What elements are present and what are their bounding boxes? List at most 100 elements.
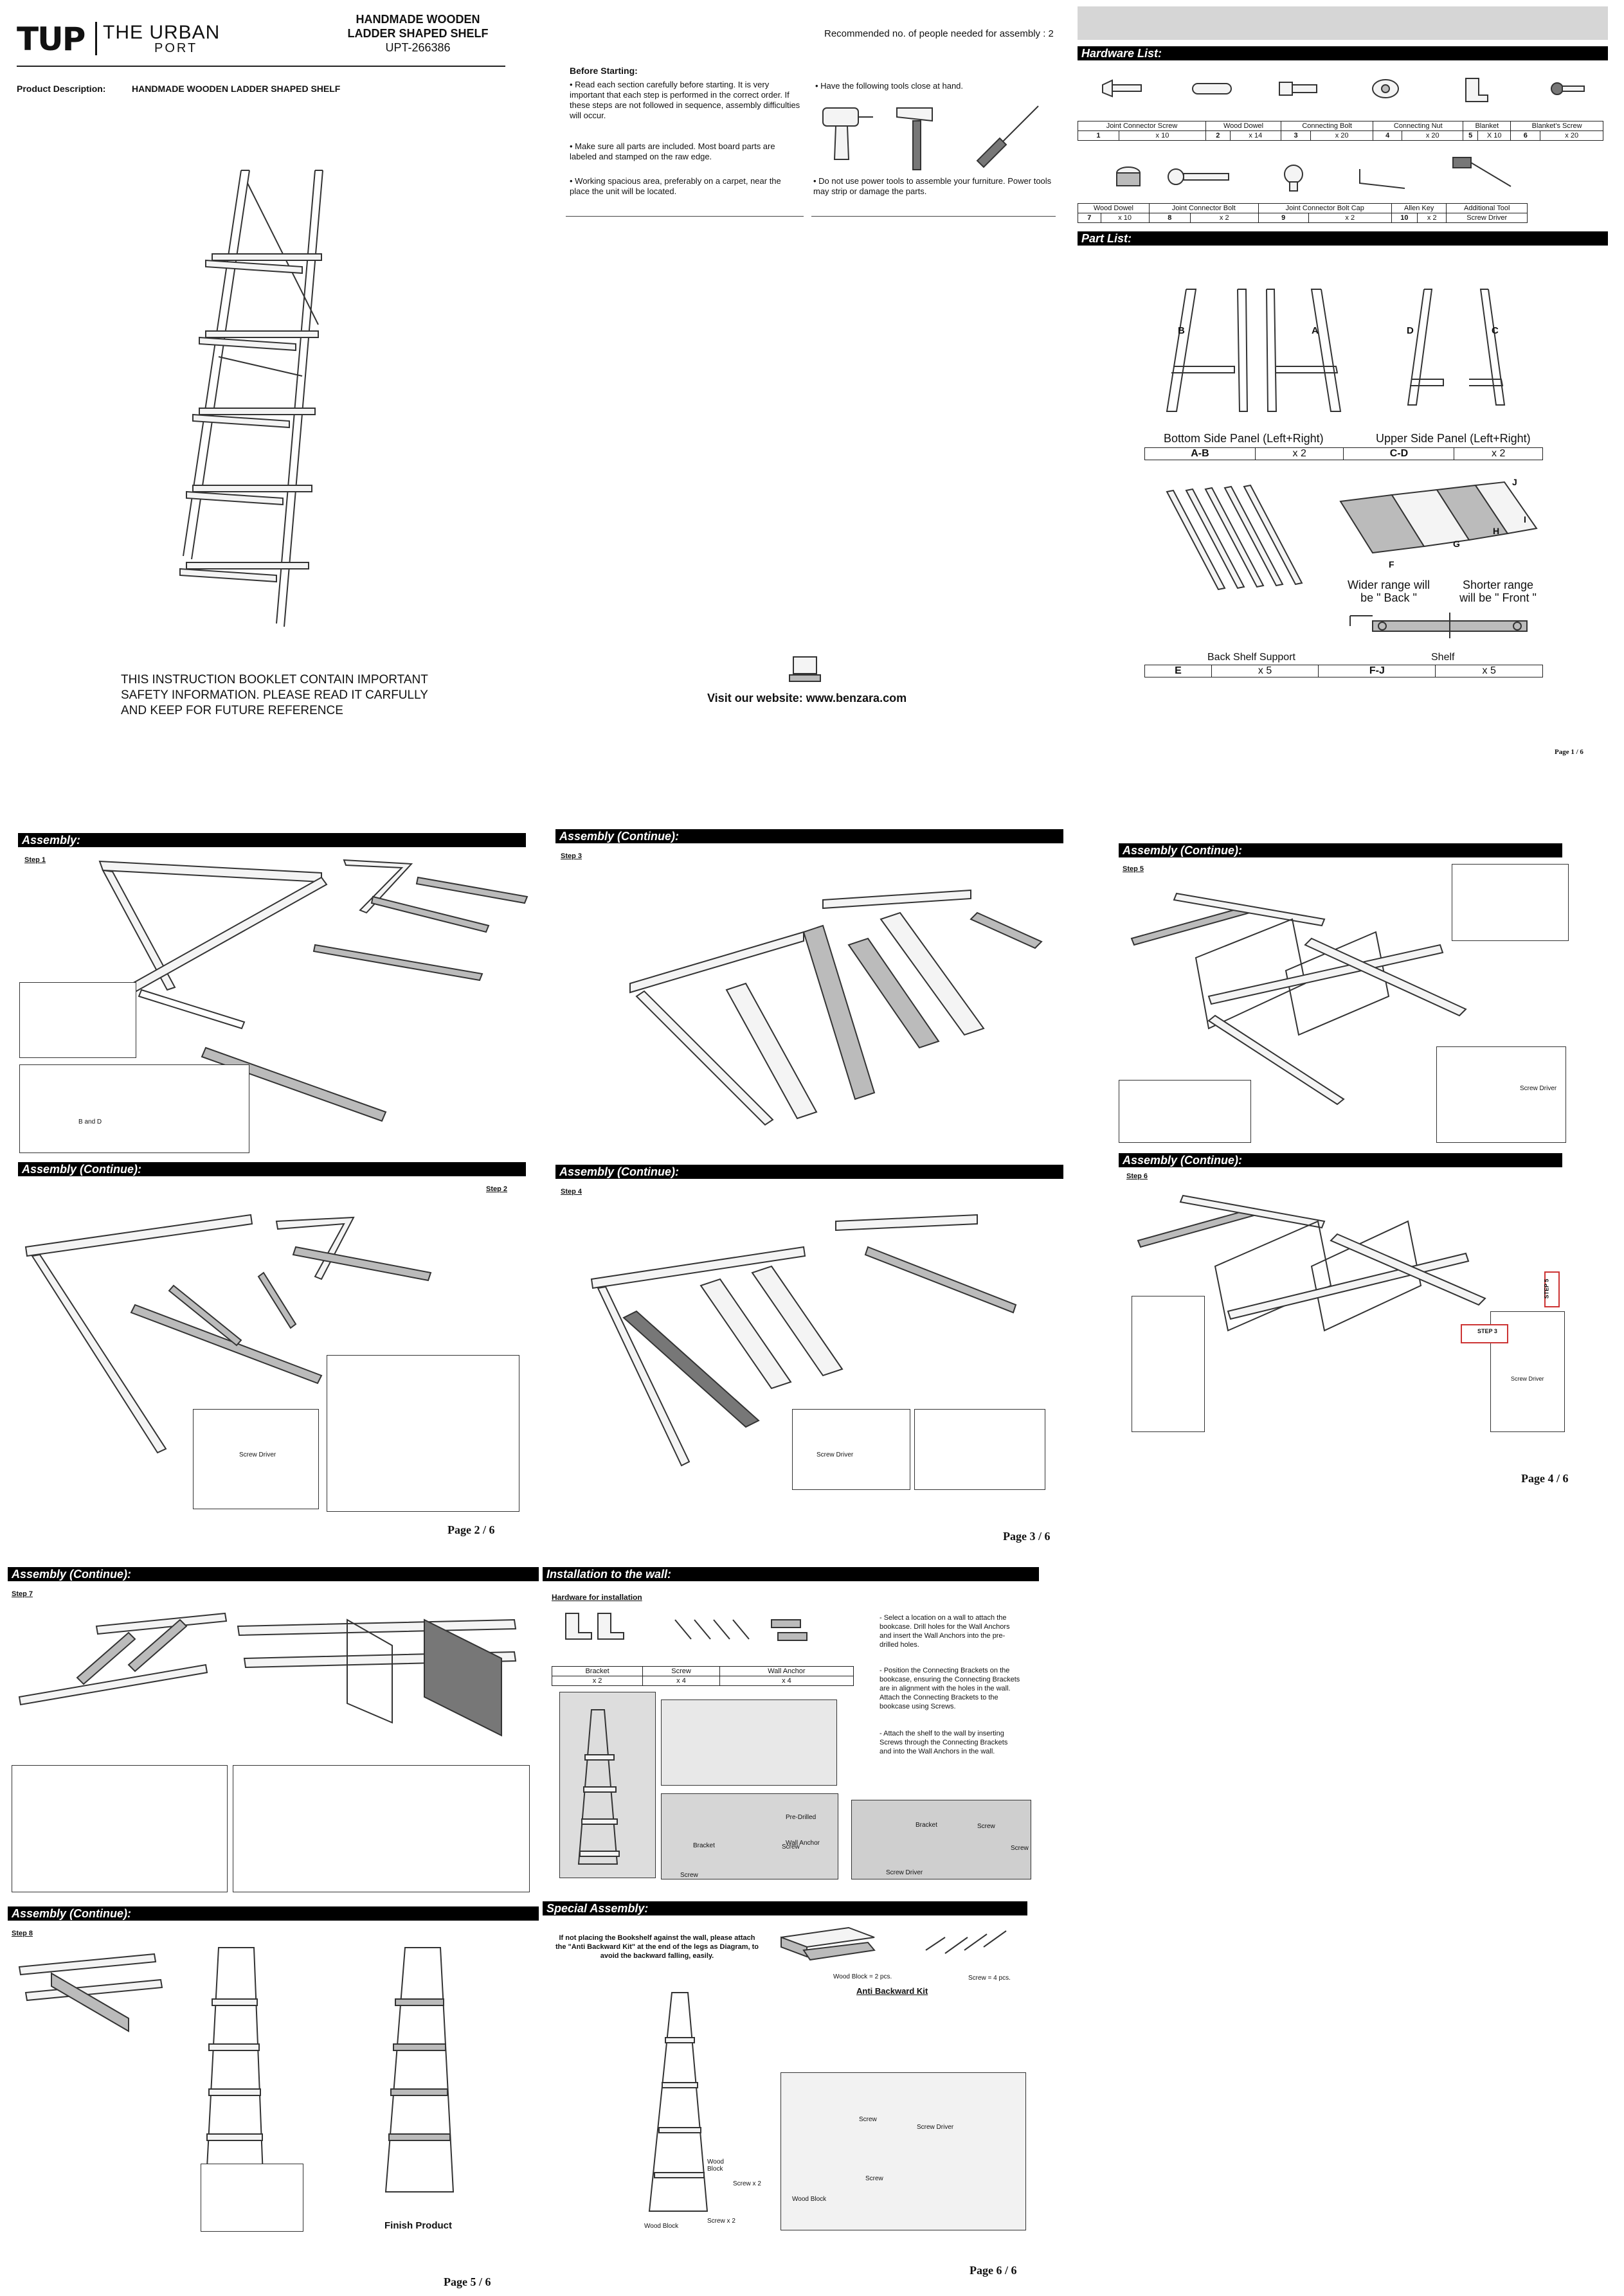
step-7-diagram: [18, 1612, 517, 1737]
hw-qty-5: X 10: [1477, 130, 1511, 141]
special-shelf-illustration: [648, 1992, 708, 2212]
bracket-label-2: Bracket: [916, 1822, 937, 1829]
install-wall-shelf-image: [559, 1692, 656, 1878]
before-bullet-3: • Working spacious area, preferably on a…: [570, 176, 781, 196]
website-link[interactable]: Visit our website: www.benzara.com: [707, 692, 907, 704]
step-6-label: Step 6: [1126, 1172, 1148, 1180]
upper-side-panels: [1407, 289, 1506, 406]
special-screwdriver-label: Screw Driver: [917, 2124, 954, 2131]
step-6-screwdriver-label: Screw Driver: [1511, 1376, 1544, 1382]
special-screw-1: Screw x 2: [733, 2180, 761, 2187]
hw-qty-1: x 10: [1118, 130, 1207, 141]
bottom-side-panels: [1166, 289, 1342, 412]
hw-qty-10: x 2: [1417, 213, 1447, 223]
panel-qty-cd: x 2: [1454, 447, 1543, 460]
hw-qty-11: Screw Driver: [1446, 213, 1528, 223]
step-2-screwdriver-label: Screw Driver: [239, 1451, 276, 1458]
hw-name-11: Additional Tool: [1446, 203, 1528, 213]
shelf-cross-section: [1349, 613, 1528, 638]
special-wood-block-label: Wood Block: [792, 2196, 827, 2203]
step-6-left-inset: [1132, 1296, 1205, 1432]
allen-key-icon: [1359, 169, 1405, 189]
step-3-label: Step 3: [561, 852, 582, 860]
predrilled-label: Pre-Drilled: [786, 1814, 817, 1821]
special-screw-label-b: Screw: [865, 2175, 883, 2182]
special-screw-2: Screw x 2: [707, 2218, 735, 2225]
before-bullet-1: • Read each section carefully before sta…: [570, 80, 800, 120]
small-screw-icon: [1551, 82, 1585, 95]
step-8-label: Step 8: [12, 1930, 33, 1937]
shelf-code-e: E: [1144, 665, 1212, 677]
hardware-list-heading: Hardware List:: [1078, 46, 1608, 60]
shelf-code-fj: F-J: [1318, 665, 1436, 677]
drill-icon: [822, 107, 873, 160]
screw-label-2: Screw: [977, 1823, 995, 1830]
special-note: If not placing the Bookshelf against the…: [555, 1934, 759, 1960]
panel-count-table: A-B x 2 C-D x 2: [1144, 447, 1543, 460]
hw-name-4: Connecting Nut: [1373, 121, 1464, 131]
step-4-diagram: [590, 1214, 1017, 1467]
hw-qty-3: x 20: [1310, 130, 1374, 141]
panel-code-cd: C-D: [1343, 447, 1455, 460]
install-screw-qty: x 4: [642, 1676, 720, 1686]
screw-icon: [1102, 79, 1142, 98]
part-label-c: C: [1492, 325, 1499, 336]
part-label-d: D: [1407, 325, 1414, 336]
step-2-label: Step 2: [486, 1185, 508, 1193]
assembly-continue-heading-7: Assembly (Continue):: [8, 1567, 539, 1581]
step-5-right-inset: [1436, 1046, 1566, 1143]
power-tools-note: • Do not use power tools to assemble you…: [813, 176, 1052, 196]
dowel-icon: [1192, 83, 1232, 94]
install-predrill-detail: [661, 1793, 838, 1879]
back-shelf-supports: [1166, 484, 1303, 591]
assembly-continue-heading-3: Assembly (Continue):: [555, 829, 1063, 843]
hammer-icon: [896, 107, 933, 170]
hw-qty-6: x 20: [1540, 130, 1603, 141]
tools-rule: [811, 216, 1056, 217]
before-heading: Before Starting:: [570, 66, 638, 76]
assembly-continue-heading-5: Assembly (Continue):: [1119, 843, 1562, 857]
part-label-b: B: [1178, 325, 1185, 336]
hw-name-2: Wood Dowel: [1205, 121, 1282, 131]
hw-qty-8: x 2: [1189, 213, 1259, 223]
nut-icon: [1372, 79, 1399, 98]
bottom-panel-caption: Bottom Side Panel (Left+Right): [1164, 432, 1324, 445]
step-5-diagram: [1130, 892, 1467, 1106]
product-title-line1: HANDMADE WOODEN: [356, 13, 480, 26]
hardware-table-row1: Joint Connector Screw Wood Dowel Connect…: [1077, 121, 1603, 141]
before-bullet-2: • Make sure all parts are included. Most…: [570, 141, 775, 161]
step-5-screwdriver-label: Screw Driver: [1520, 1085, 1557, 1092]
step-4-screwdriver-inset: [792, 1409, 910, 1490]
step-5-callout: [1544, 1271, 1560, 1307]
upper-panel-caption: Upper Side Panel (Left+Right): [1376, 432, 1531, 445]
step-5-top-inset: [1452, 864, 1569, 941]
install-note-3: - Attach the shelf to the wall by insert…: [880, 1730, 1008, 1755]
anti-backward-blocks: [780, 1926, 876, 1961]
product-desc-value: HANDMADE WOODEN LADDER SHAPED SHELF: [132, 84, 341, 94]
step-8-diagram: [18, 1947, 455, 2193]
install-bracket-name: Bracket: [551, 1666, 644, 1676]
install-hardware-table: Bracket Screw Wall Anchor x 2 x 4 x 4: [551, 1666, 854, 1686]
header-rule: [17, 66, 505, 67]
special-wood-block-1: Wood Block: [707, 2158, 724, 2173]
hw-num-8: 8: [1148, 213, 1191, 223]
anti-backward-kit-label: Anti Backward Kit: [856, 1986, 928, 1996]
hw-qty-2: x 14: [1229, 130, 1282, 141]
anti-backward-screws: [925, 1930, 1007, 1954]
special-detail-inset: [780, 2072, 1026, 2230]
step-5-label: Step 5: [1123, 865, 1144, 873]
hw-qty-4: x 20: [1402, 130, 1464, 141]
screwdriver-icon: [976, 105, 1039, 168]
screw-driver-label-6: Screw Driver: [886, 1869, 923, 1876]
install-screw-name: Screw: [642, 1666, 720, 1676]
b-and-d-callout: B and D: [78, 1118, 102, 1126]
shelf-boards: [1339, 481, 1538, 554]
shelf-qty-fj: x 5: [1435, 665, 1543, 677]
shelf-caption: Shelf: [1431, 652, 1455, 663]
cap-icon: [1284, 165, 1303, 192]
product-sku: UPT-266386: [385, 41, 451, 54]
part-label-i: I: [1524, 514, 1526, 525]
computer-icon: [789, 656, 821, 682]
wood-plug-icon: [1116, 166, 1141, 186]
step-3-callout: [1461, 1324, 1508, 1343]
